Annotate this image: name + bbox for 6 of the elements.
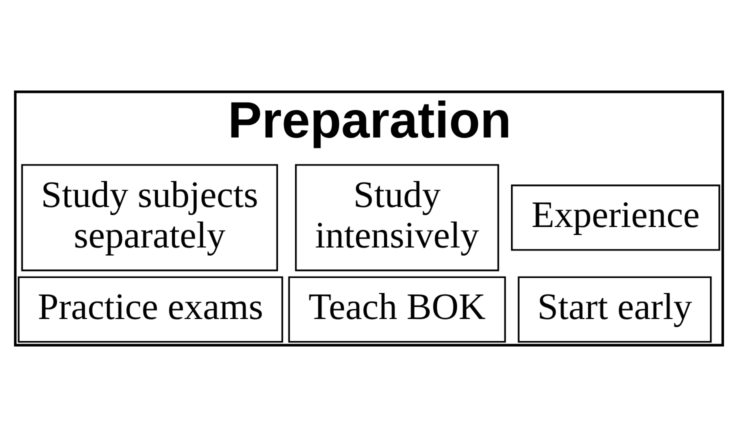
node-box: Experience bbox=[511, 184, 720, 250]
node-box: Teach BOK bbox=[288, 276, 506, 342]
node-box: Study subjects separately bbox=[21, 164, 278, 271]
node-box: Study intensively bbox=[295, 164, 500, 271]
node-box: Start early bbox=[518, 276, 712, 342]
node-box: Practice exams bbox=[18, 276, 284, 342]
